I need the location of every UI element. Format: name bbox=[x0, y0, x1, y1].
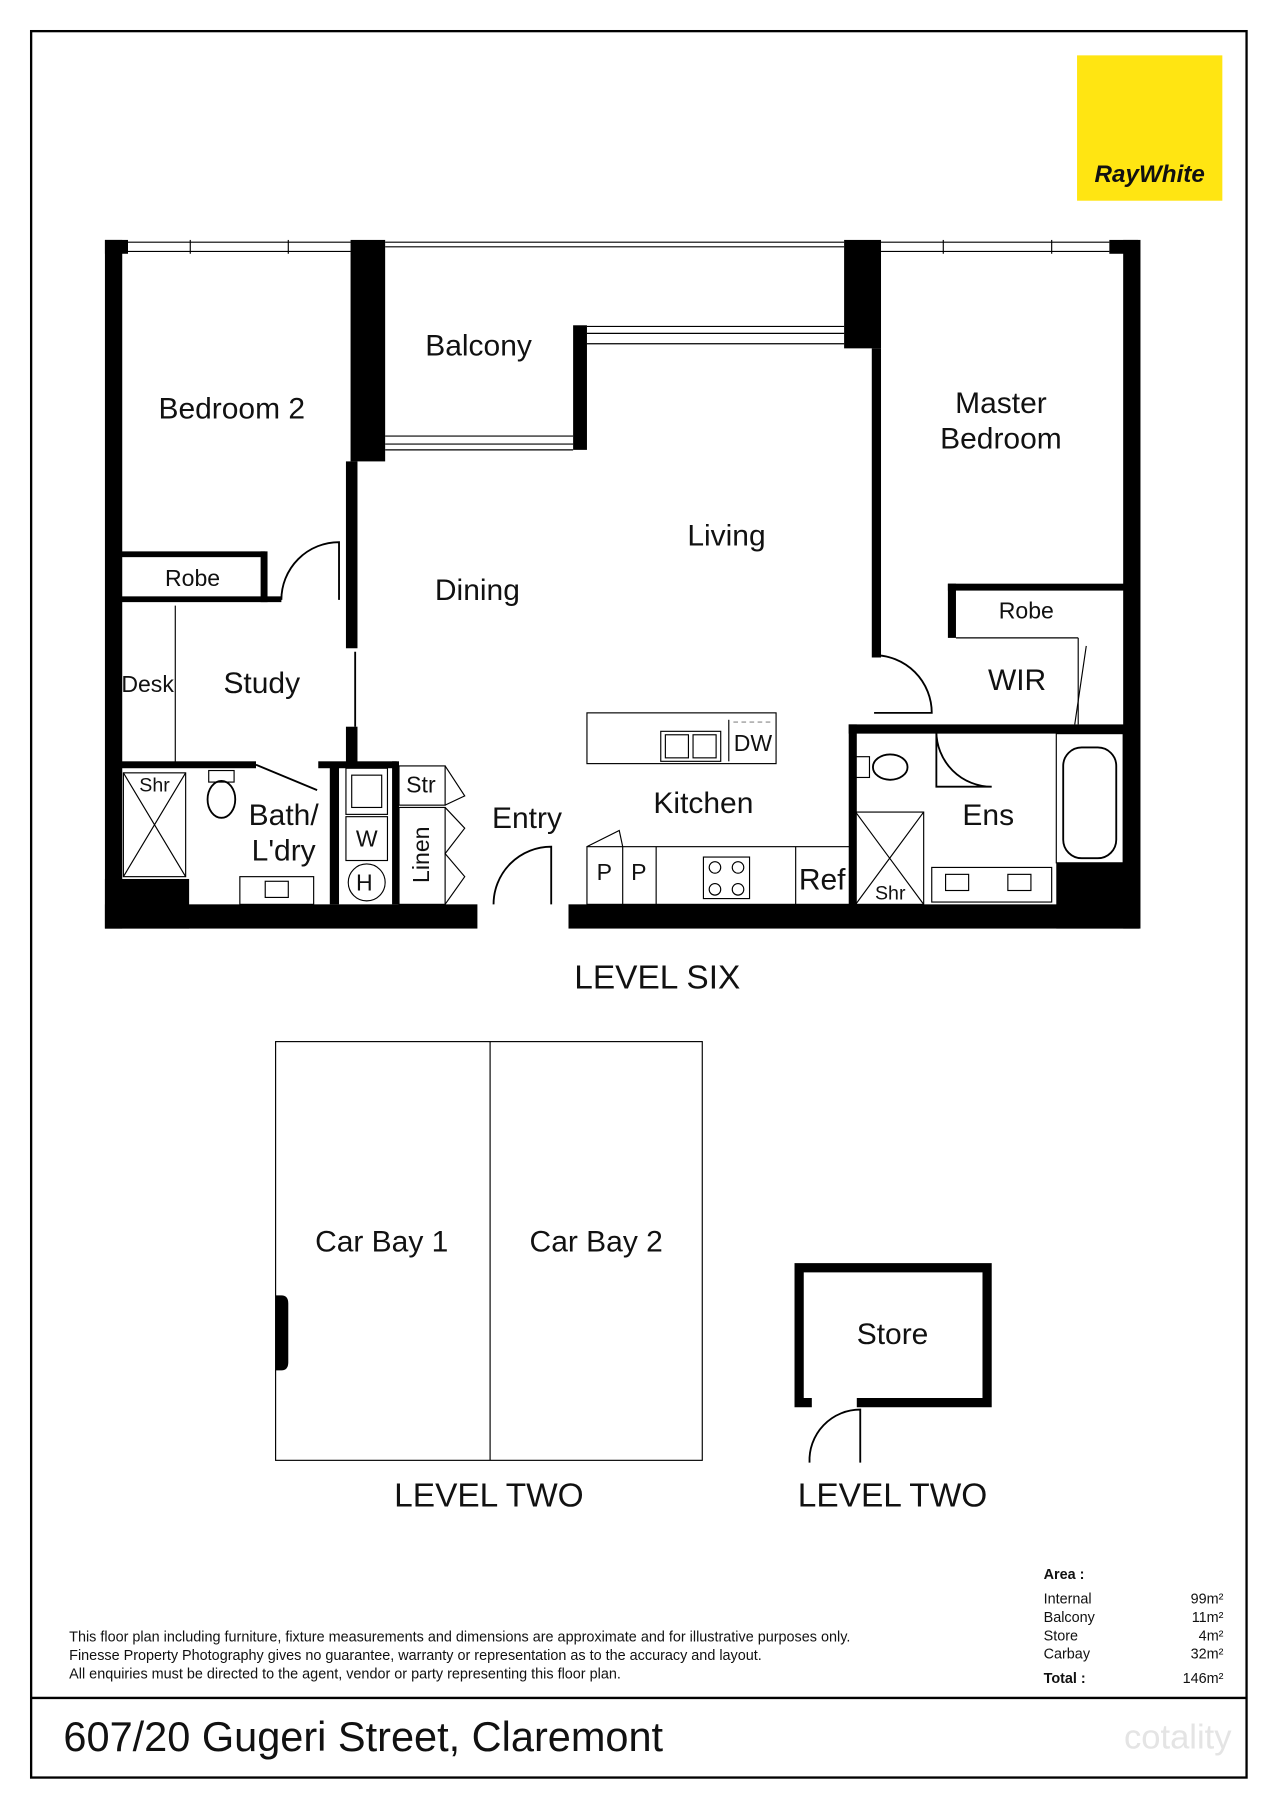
level-two-store-title: LEVEL TWO bbox=[798, 1477, 988, 1514]
room-master-line2: Bedroom bbox=[940, 423, 1062, 456]
area-label-balcony: Balcony bbox=[1044, 1610, 1096, 1626]
room-bath-line2: L'dry bbox=[252, 835, 316, 868]
area-value-internal: 99m² bbox=[1191, 1591, 1224, 1607]
area-total-value: 146m² bbox=[1183, 1671, 1224, 1687]
area-heading: Area : bbox=[1044, 1567, 1085, 1583]
property-address: 607/20 Gugeri Street, Claremont bbox=[63, 1713, 663, 1760]
store-plan: Store LEVEL TWO bbox=[794, 1263, 992, 1514]
area-label-carbay: Carbay bbox=[1044, 1647, 1091, 1663]
room-bedroom-2: Bedroom 2 bbox=[158, 393, 305, 426]
level-six-plan bbox=[104, 239, 1141, 929]
room-living: Living bbox=[687, 520, 765, 553]
room-robe-bed2: Robe bbox=[165, 565, 220, 591]
room-master-line1: Master bbox=[955, 387, 1047, 420]
room-entry: Entry bbox=[492, 802, 562, 835]
car-bays-plan: Car Bay 1 Car Bay 2 LEVEL TWO bbox=[275, 1041, 703, 1514]
label-pantry-2: P bbox=[631, 859, 646, 885]
disclaimer-line-3: All enquiries must be directed to the ag… bbox=[69, 1666, 621, 1682]
label-pantry-1: P bbox=[597, 859, 612, 885]
label-hws: H bbox=[356, 870, 373, 896]
area-total-label: Total : bbox=[1044, 1671, 1086, 1687]
disclaimer-line-1: This floor plan including furniture, fix… bbox=[69, 1629, 850, 1645]
logo-text: RayWhite bbox=[1095, 161, 1205, 188]
area-label-internal: Internal bbox=[1044, 1591, 1092, 1607]
page-border bbox=[29, 29, 1248, 1779]
room-desk: Desk bbox=[121, 671, 174, 697]
cotality-watermark: cotality bbox=[1124, 1719, 1232, 1757]
label-dishwasher: DW bbox=[734, 730, 773, 756]
room-ensuite: Ens bbox=[962, 799, 1014, 832]
room-kitchen: Kitchen bbox=[653, 787, 753, 820]
room-str: Str bbox=[406, 771, 436, 797]
room-linen: Linen bbox=[408, 827, 434, 883]
label-fridge: Ref bbox=[799, 863, 846, 896]
area-value-carbay: 32m² bbox=[1191, 1647, 1224, 1663]
room-shr-ensuite: Shr bbox=[875, 883, 906, 905]
store-label: Store bbox=[857, 1318, 929, 1351]
car-bay-2-label: Car Bay 2 bbox=[530, 1226, 663, 1259]
disclaimer: This floor plan including furniture, fix… bbox=[69, 1629, 850, 1682]
room-wir: WIR bbox=[988, 664, 1046, 697]
area-label-store: Store bbox=[1044, 1628, 1078, 1644]
room-balcony: Balcony bbox=[425, 329, 532, 362]
area-value-balcony: 11m² bbox=[1192, 1610, 1224, 1626]
room-dining: Dining bbox=[435, 574, 520, 607]
room-shr-bath: Shr bbox=[139, 774, 170, 796]
label-washer: W bbox=[356, 826, 378, 852]
level-two-carbays-title: LEVEL TWO bbox=[394, 1477, 584, 1514]
disclaimer-line-2: Finesse Property Photography gives no gu… bbox=[69, 1648, 762, 1664]
room-robe-master: Robe bbox=[999, 597, 1054, 623]
room-study: Study bbox=[223, 667, 300, 700]
raywhite-logo: RayWhite bbox=[1077, 55, 1223, 201]
area-table: Area : Internal 99m² Balcony 11m² Store … bbox=[1044, 1567, 1224, 1687]
room-bath-line1: Bath/ bbox=[249, 799, 320, 832]
level-six-title: LEVEL SIX bbox=[574, 960, 740, 997]
area-value-store: 4m² bbox=[1199, 1628, 1224, 1644]
car-bay-1-label: Car Bay 1 bbox=[315, 1226, 448, 1259]
level-six-labels: Bedroom 2 Balcony Master Bedroom Living … bbox=[121, 329, 1061, 996]
